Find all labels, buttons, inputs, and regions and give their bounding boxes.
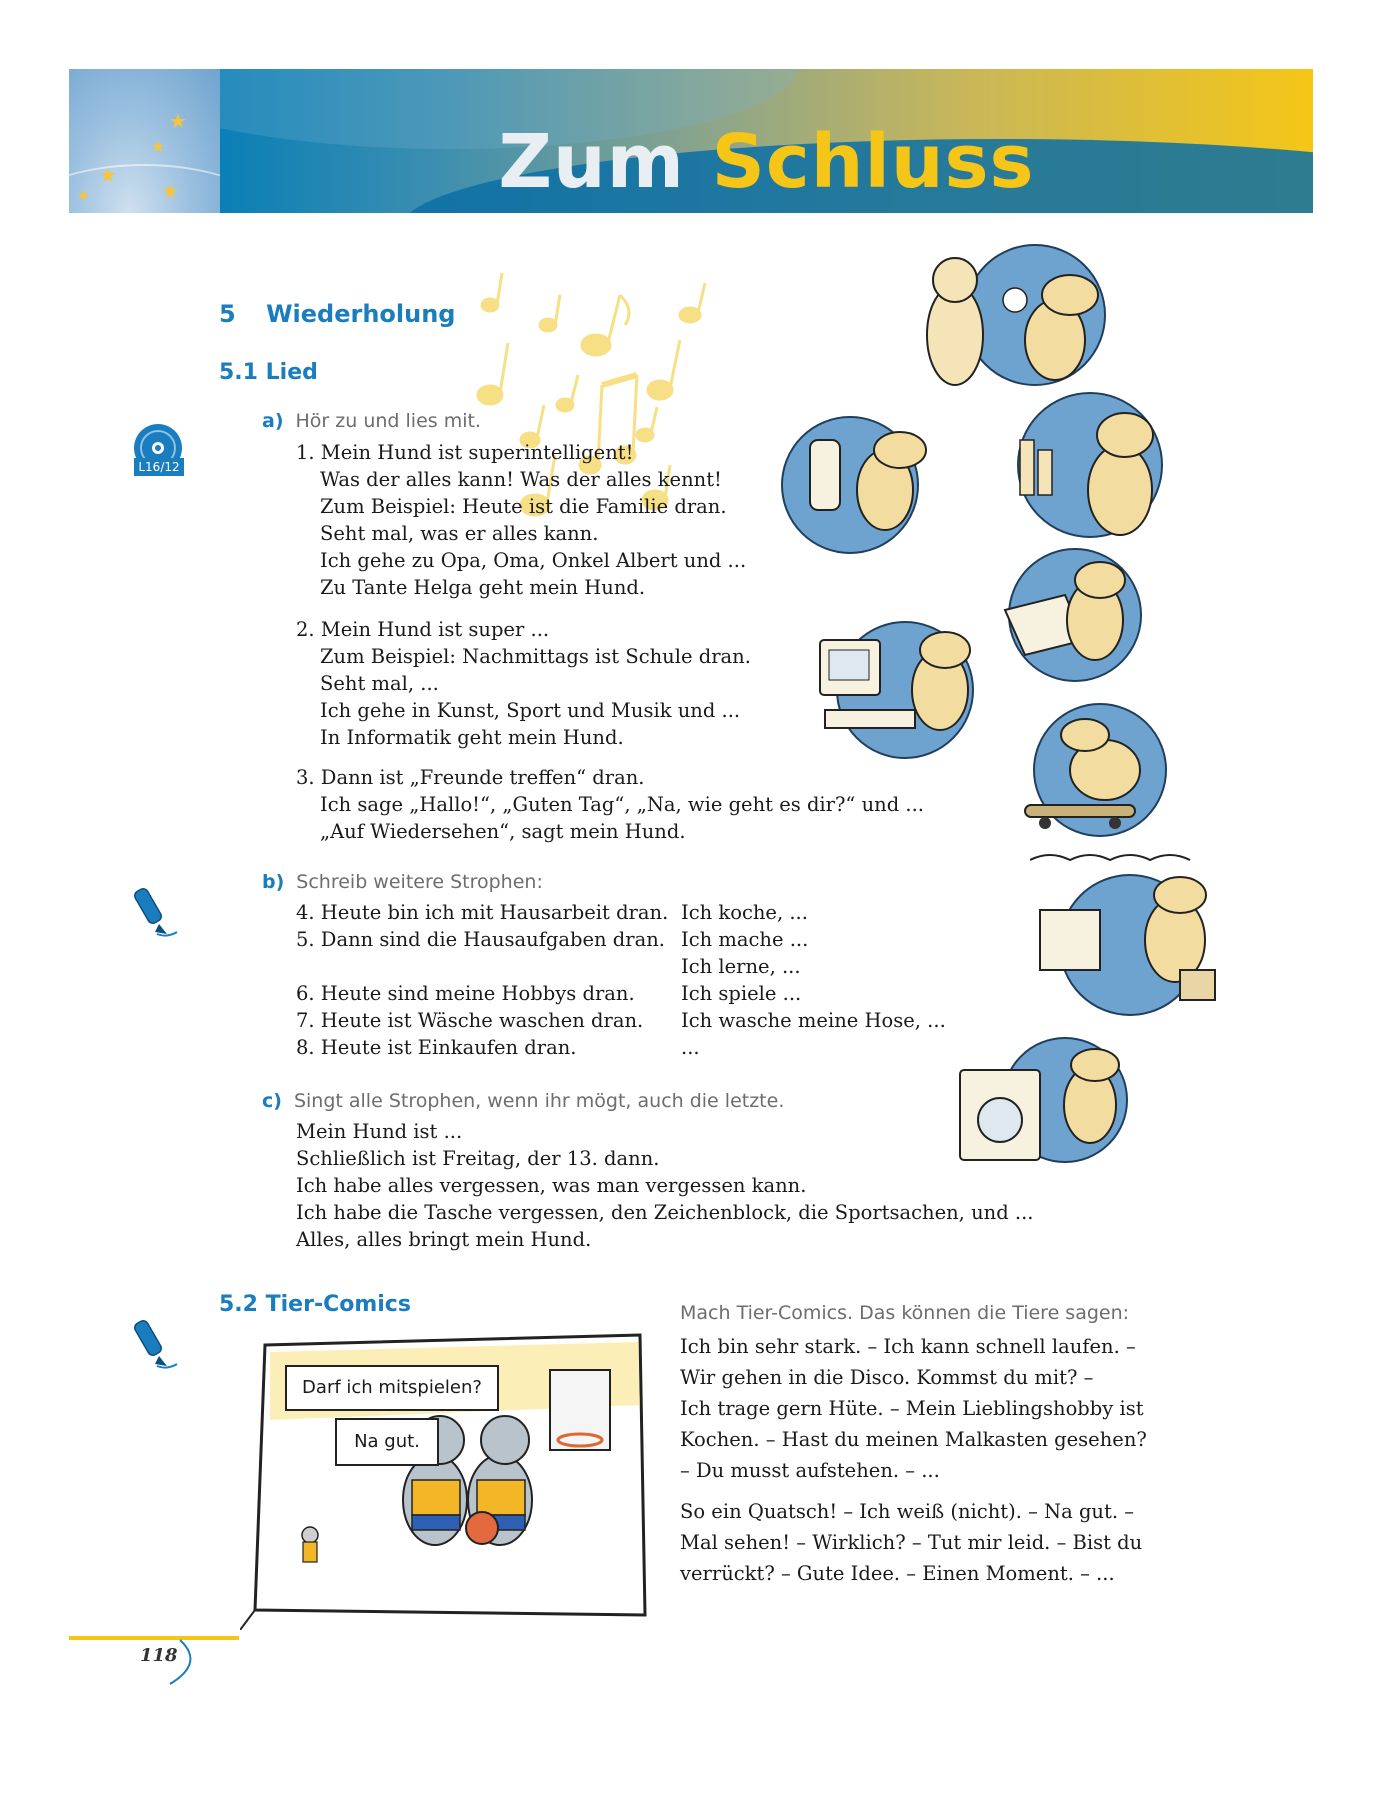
- section-number: 5: [219, 300, 236, 328]
- page-title-part1: Zum: [498, 119, 685, 205]
- dog-on-skateboard-illustration: [1024, 703, 1167, 837]
- verse-line: Mein Hund ist ...: [296, 1120, 463, 1143]
- star-icon: ★: [169, 109, 187, 133]
- lied-heading: 5.1 Lied: [219, 360, 318, 385]
- instruction-c-text: Singt alle Strophen, wenn ihr mögt, auch…: [293, 1090, 785, 1112]
- dog-with-waiter-illustration: [926, 244, 1106, 386]
- dog-at-computer-illustration: [819, 621, 974, 759]
- verse-line: Alles, alles bringt mein Hund.: [296, 1228, 592, 1251]
- verse-line: Ich sage „Hallo!“, „Guten Tag“, „Na, wie…: [320, 793, 924, 816]
- verse-2: 2. Mein Hund ist super ... Zum Beispiel:…: [296, 616, 751, 751]
- strophe-continuation: Ich wasche meine Hose, ...: [681, 1009, 946, 1032]
- verse-line: 3. Dann ist „Freunde treffen“ dran.: [296, 766, 645, 789]
- banner: Zum Schluss: [220, 69, 1313, 213]
- star-icon: ★: [151, 137, 166, 156]
- speech-bubble: Na gut.: [335, 1418, 439, 1466]
- page-title-part2: Schluss: [711, 119, 1035, 205]
- phrase-line: Wir gehen in die Disco. Kommst du mit? –: [680, 1366, 1094, 1389]
- dog-doing-laundry-illustration: [959, 1037, 1128, 1163]
- star-icon: ★: [99, 163, 117, 187]
- comics-phrases-2: So ein Quatsch! – Ich weiß (nicht). – Na…: [680, 1496, 1142, 1589]
- dog-with-papers-illustration: [1003, 548, 1142, 682]
- label-c: c): [262, 1090, 282, 1112]
- phrase-line: – Du musst aufstehen. – ...: [680, 1459, 940, 1482]
- verse-line: Seht mal, was er alles kann.: [320, 522, 599, 545]
- dog-with-family-illustration: [1017, 392, 1163, 538]
- instruction-c: c) Singt alle Strophen, wenn ihr mögt, au…: [262, 1090, 784, 1112]
- banner-sky-image: ★ ★ ★ ★ ★: [69, 69, 220, 213]
- cd-track-label: L16/12: [134, 458, 184, 476]
- strophe-line: 8. Heute ist Einkaufen dran.: [296, 1036, 577, 1059]
- section-title: Wiederholung: [266, 300, 456, 328]
- phrase-line: Ich trage gern Hüte. – Mein Lieblingshob…: [680, 1397, 1144, 1420]
- page-title: Zum Schluss: [220, 125, 1313, 199]
- strophe-line: 5. Dann sind die Hausaufgaben dran.: [296, 928, 665, 951]
- speech-bubble: Darf ich mitspielen?: [285, 1365, 499, 1411]
- strophe-line: 4. Heute bin ich mit Hausarbeit dran.: [296, 901, 669, 924]
- verse-line: Zu Tante Helga geht mein Hund.: [320, 576, 646, 599]
- verse-line: Zum Beispiel: Heute ist die Familie dran…: [320, 495, 727, 518]
- strophe-continuation: Ich mache ...: [681, 928, 809, 951]
- phrase-line: Mal sehen! – Wirklich? – Tut mir leid. –…: [680, 1531, 1143, 1554]
- verse-3: 3. Dann ist „Freunde treffen“ dran. Ich …: [296, 764, 924, 845]
- page-corner-swoosh: [169, 1639, 192, 1685]
- strophe-continuation: Ich lerne, ...: [681, 955, 801, 978]
- elephant-comic: Darf ich mitspielen? Na gut.: [240, 1330, 655, 1630]
- verse-line: Was der alles kann! Was der alles kennt!: [320, 468, 722, 491]
- comics-heading: 5.2 Tier-Comics: [219, 1292, 411, 1317]
- star-icon: ★: [77, 188, 90, 204]
- footer-rule: [69, 1636, 239, 1640]
- phrase-line: So ein Quatsch! – Ich weiß (nicht). – Na…: [680, 1500, 1134, 1523]
- comics-phrases-1: Ich bin sehr stark. – Ich kann schnell l…: [680, 1331, 1147, 1486]
- verse-line: Zum Beispiel: Nachmittags ist Schule dra…: [320, 645, 751, 668]
- verse-line: Schließlich ist Freitag, der 13. dann.: [296, 1147, 660, 1170]
- instruction-b-text: Schreib weitere Strophen:: [296, 871, 543, 893]
- pencil-icon: [134, 887, 178, 937]
- verse-line: 1. Mein Hund ist superintelligent!: [296, 441, 634, 464]
- strophe-continuation: ...: [681, 1036, 700, 1059]
- section-heading: 5 Wiederholung: [219, 300, 455, 328]
- strophe-line: ​: [296, 953, 668, 980]
- verse-line: Ich gehe in Kunst, Sport und Musik und .…: [320, 699, 741, 722]
- instruction-a-text: Hör zu und lies mit.: [295, 410, 481, 432]
- verse-line: Ich gehe zu Opa, Oma, Onkel Albert und .…: [320, 549, 747, 572]
- page-number: 118: [140, 1645, 178, 1666]
- strophen-col-right: Ich koche, ... Ich mache ... Ich lerne, …: [681, 899, 946, 1061]
- verse-1: 1. Mein Hund ist superintelligent! Was d…: [296, 439, 746, 601]
- verse-line: In Informatik geht mein Hund.: [320, 726, 624, 749]
- verse-line: Seht mal, ...: [320, 672, 439, 695]
- verse-line: Ich habe alles vergessen, was man verges…: [296, 1174, 807, 1197]
- music-notes-icon: [476, 272, 707, 517]
- phrase-line: verrückt? – Gute Idee. – Einen Moment. –…: [680, 1562, 1115, 1585]
- pencil-icon: [134, 1319, 178, 1369]
- strophen-col-left: 4. Heute bin ich mit Hausarbeit dran. 5.…: [296, 899, 668, 1061]
- phrase-line: Ich bin sehr stark. – Ich kann schnell l…: [680, 1335, 1136, 1358]
- label-a: a): [262, 410, 284, 432]
- instruction-a: a) Hör zu und lies mit.: [262, 410, 481, 432]
- strophe-line: 6. Heute sind meine Hobbys dran.: [296, 982, 635, 1005]
- verse-line: Ich habe die Tasche vergessen, den Zeich…: [296, 1201, 1034, 1224]
- verse-line: 2. Mein Hund ist super ...: [296, 618, 550, 641]
- last-verse: Mein Hund ist ... Schließlich ist Freita…: [296, 1118, 1033, 1253]
- strophe-continuation: Ich koche, ...: [681, 901, 808, 924]
- star-icon: ★: [161, 179, 179, 203]
- verse-line: „Auf Wiedersehen“, sagt mein Hund.: [320, 820, 686, 843]
- phrase-line: Kochen. – Hast du meinen Malkasten geseh…: [680, 1428, 1147, 1451]
- strophe-continuation: Ich spiele ...: [681, 982, 802, 1005]
- strophe-line: 7. Heute ist Wäsche waschen dran.: [296, 1009, 644, 1032]
- label-b: b): [262, 871, 285, 893]
- dog-washing-dishes-illustration: [781, 416, 927, 554]
- comics-instruction: Mach Tier-Comics. Das können die Tiere s…: [680, 1302, 1130, 1324]
- instruction-b: b) Schreib weitere Strophen:: [262, 871, 543, 893]
- dog-shopping-illustration: [1030, 854, 1216, 1016]
